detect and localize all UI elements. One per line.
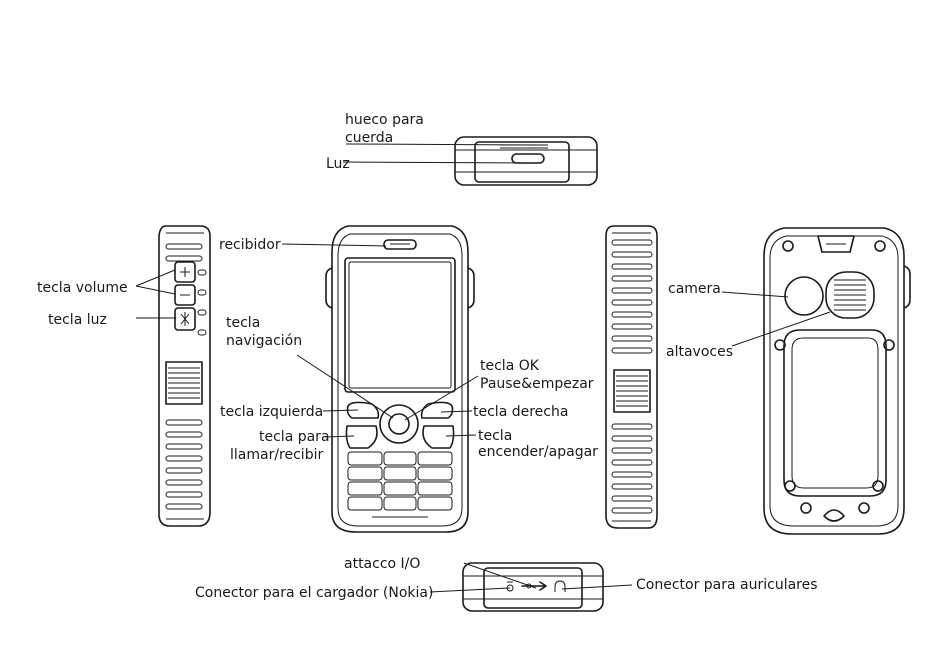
call-key[interactable] xyxy=(346,426,377,448)
label-tecla-ok-line2: Pause&empezar xyxy=(480,376,594,392)
label-tecla-nav-line1: tecla xyxy=(226,315,260,331)
screen xyxy=(345,258,455,392)
keypad[interactable] xyxy=(348,452,452,510)
battery-cover xyxy=(784,330,886,496)
label-altavoces: altavoces xyxy=(666,344,733,360)
phone-left-side-view xyxy=(159,226,210,526)
label-hueco-line1: hueco para xyxy=(345,112,424,128)
navigation-key[interactable] xyxy=(380,405,418,443)
power-key[interactable] xyxy=(423,426,454,448)
label-hueco-line2: cuerda xyxy=(345,130,393,146)
label-recibidor: recibidor xyxy=(219,237,281,253)
label-luz: Luz xyxy=(326,156,350,172)
label-attacco: attacco I/O xyxy=(344,556,420,572)
camera-lens xyxy=(785,277,823,315)
label-tecla-ok-line1: tecla OK xyxy=(480,358,540,374)
label-tecla-izquierda: tecla izquierda xyxy=(220,404,323,420)
label-conector-cargador: Conector para el cargador (Nokia) xyxy=(195,585,433,601)
label-tecla-encender-line1: tecla xyxy=(478,428,512,444)
headphones-icon xyxy=(555,581,565,592)
label-conector-auriculares: Conector para auriculares xyxy=(636,577,818,593)
light-window xyxy=(512,154,544,163)
phone-right-side-view xyxy=(606,226,657,528)
label-tecla-llamar-line2: llamar/recibir xyxy=(230,447,323,463)
labels: hueco para cuerda Luz recibidor tecla vo… xyxy=(37,112,818,601)
label-tecla-llamar-line1: tecla para xyxy=(259,429,330,445)
label-tecla-derecha: tecla derecha xyxy=(473,404,568,420)
label-camera: camera xyxy=(668,281,721,297)
label-tecla-encender-line2: encender/apagar xyxy=(478,444,598,460)
label-tecla-luz: tecla luz xyxy=(48,312,107,328)
phone-front-view xyxy=(326,226,474,532)
phone-back-view xyxy=(764,228,910,534)
label-tecla-volume: tecla volume xyxy=(37,280,128,296)
right-soft-key[interactable] xyxy=(422,402,453,418)
label-tecla-nav-line2: navigación xyxy=(226,333,302,349)
usb-icon xyxy=(522,582,546,590)
